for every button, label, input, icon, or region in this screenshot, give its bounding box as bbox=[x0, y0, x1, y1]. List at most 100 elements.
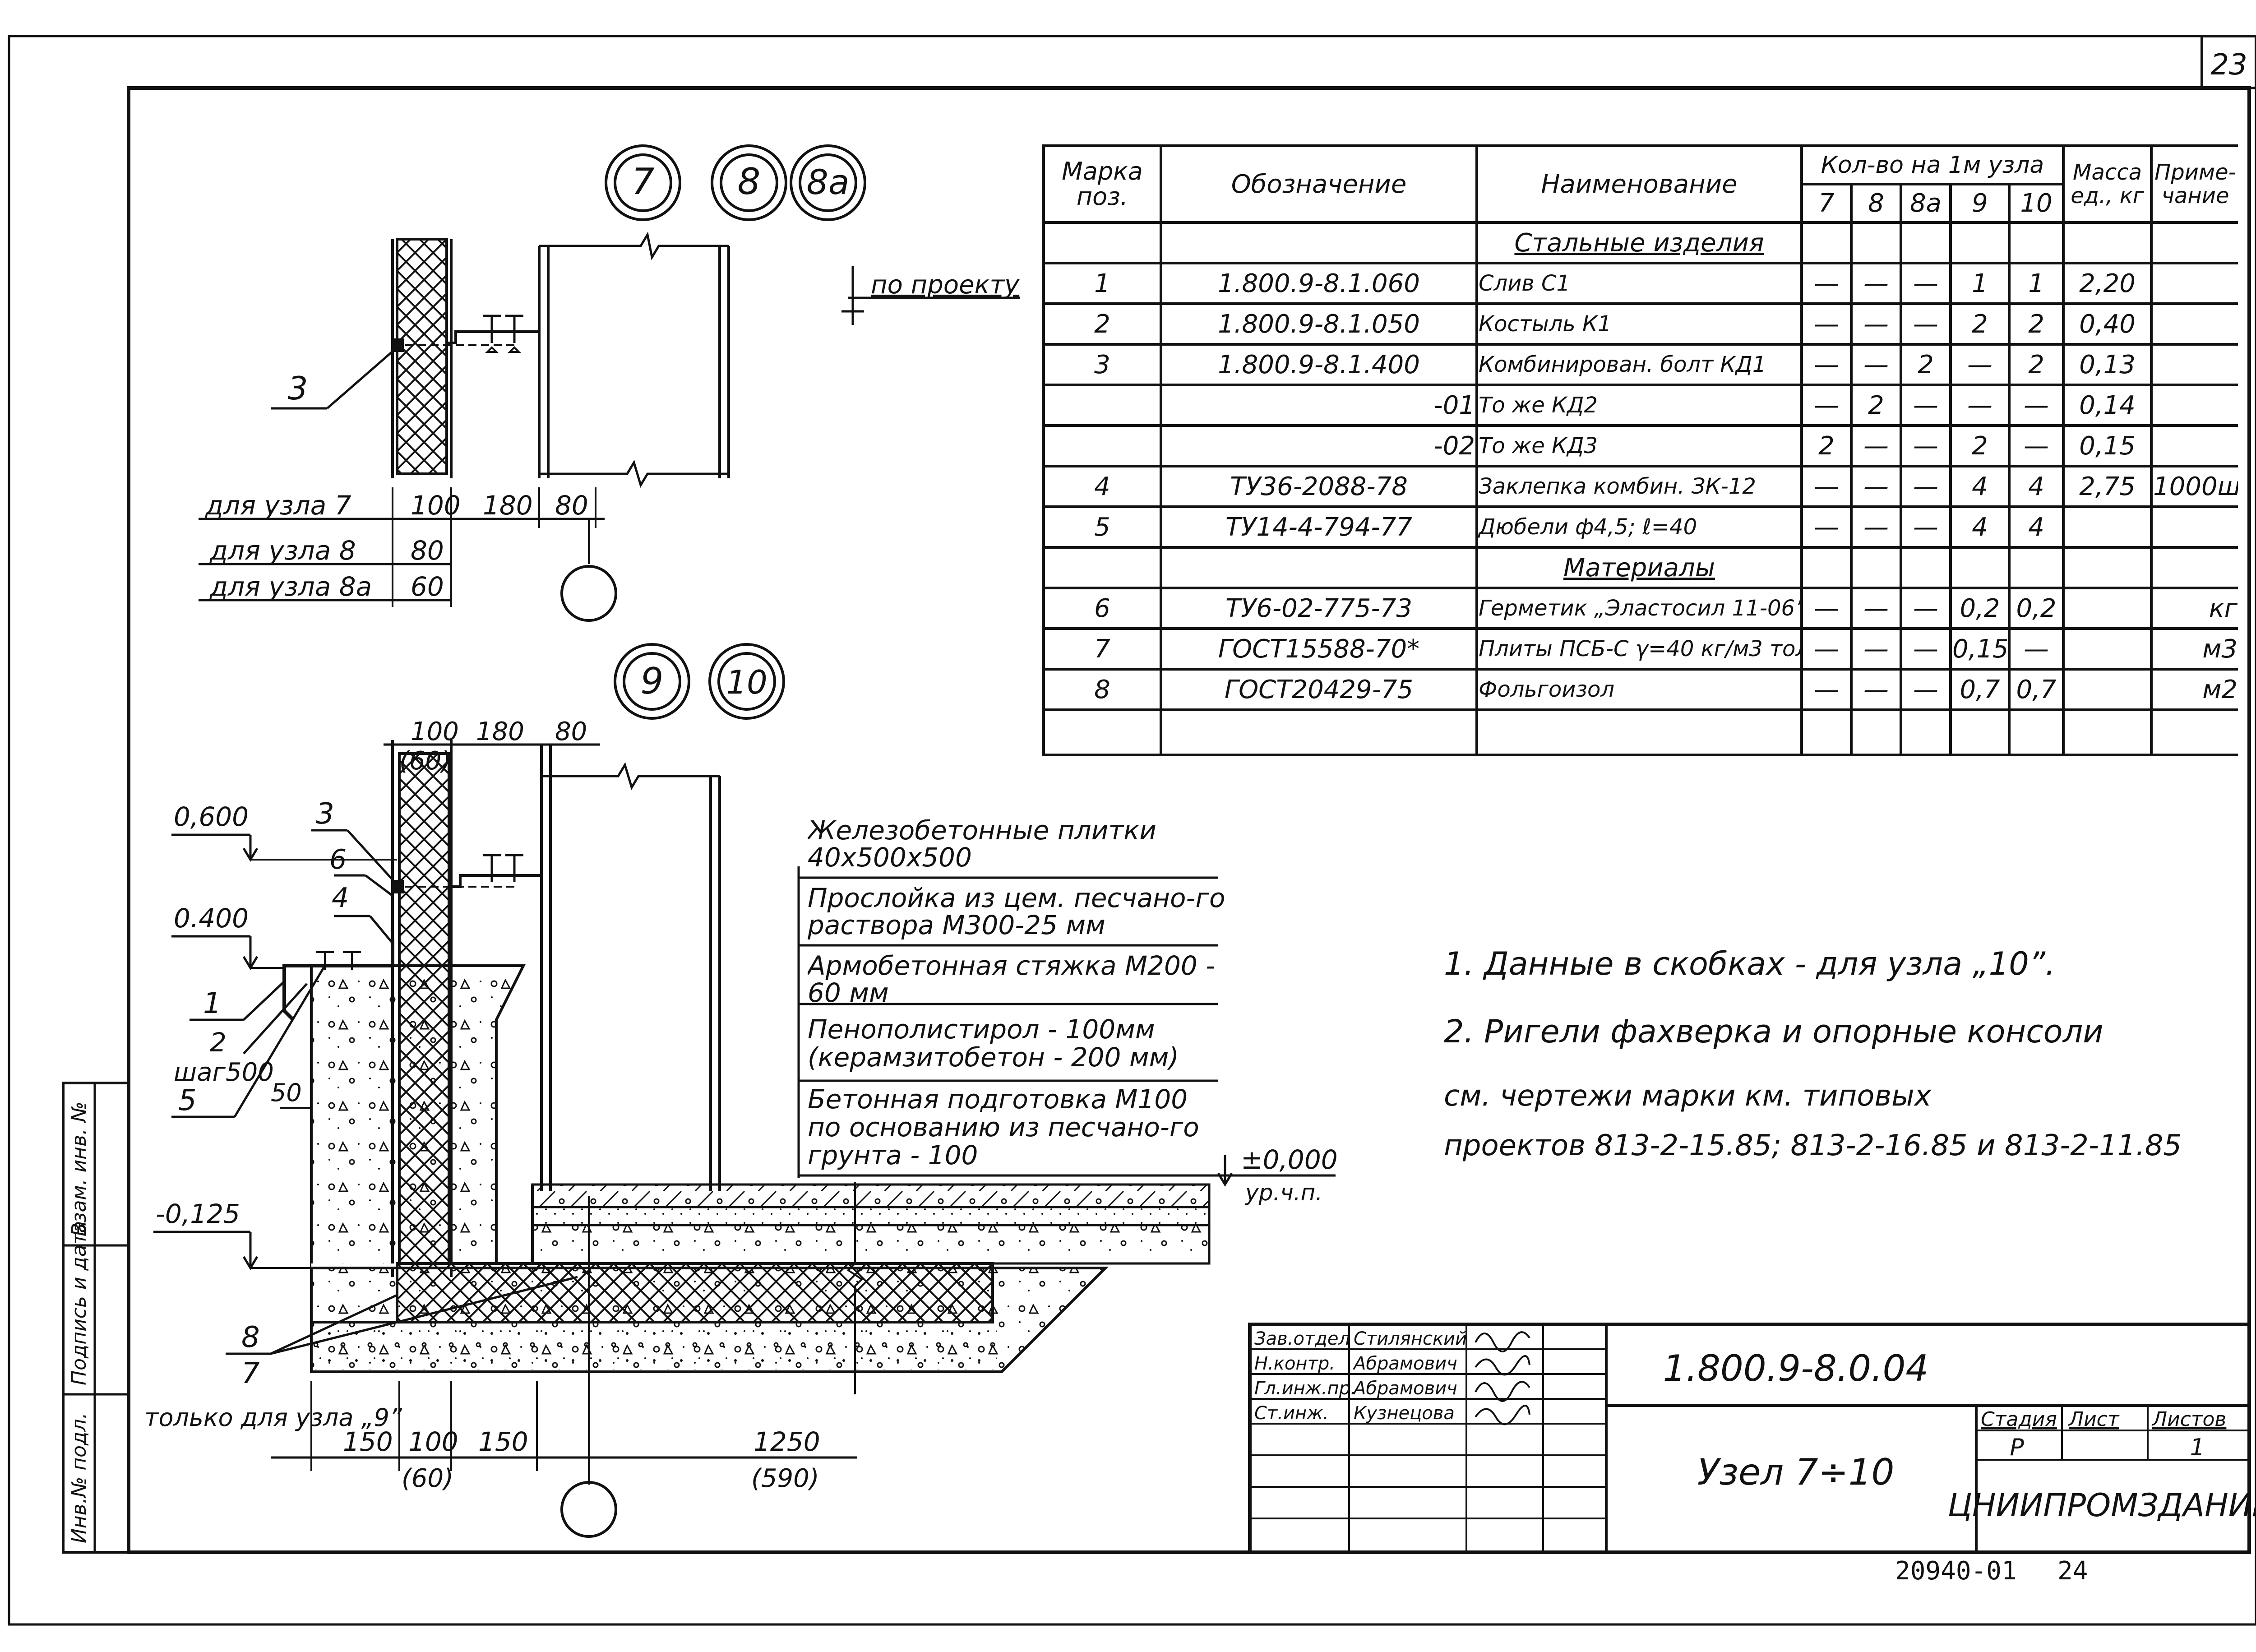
spec-note: м2 bbox=[2150, 668, 2238, 711]
svg-text:80: 80 bbox=[555, 490, 588, 521]
svg-text:60: 60 bbox=[411, 571, 444, 602]
stage-value: Р bbox=[2010, 1434, 2024, 1461]
strip-inv-number: Инв.№ подл. bbox=[68, 1412, 91, 1543]
spec-note: кг bbox=[2150, 587, 2238, 630]
floor-tiles bbox=[531, 1183, 1211, 1208]
signatures bbox=[1475, 1331, 1530, 1425]
spec-qty: — bbox=[1850, 505, 1902, 549]
staff-name-4: Кузнецова bbox=[1354, 1403, 1455, 1424]
note-1: 1. Данные в скобках - для узла „10”. bbox=[1444, 945, 2055, 982]
spec-designation: 1.800.9-8.1.060 bbox=[1160, 262, 1478, 305]
svg-text:8: 8 bbox=[241, 1321, 260, 1354]
spec-note: м3 bbox=[2150, 627, 2238, 671]
spec-qty: 2 bbox=[1850, 384, 1902, 427]
spec-designation: -01 bbox=[1160, 384, 1478, 427]
spec-qty: 2 bbox=[1949, 302, 2011, 346]
spec-qty: — bbox=[2007, 627, 2065, 671]
spec-mark: 5 bbox=[1042, 505, 1162, 549]
svg-text:7: 7 bbox=[632, 161, 655, 203]
spec-qty: 2 bbox=[1949, 424, 2011, 467]
col-designation: Обозначение bbox=[1160, 144, 1478, 224]
layer-mortar: Прослойка из цем. песчано-го раствора М3… bbox=[808, 884, 1225, 940]
spec-qty: — bbox=[1800, 384, 1853, 427]
node-mark-9: 9 bbox=[614, 643, 690, 720]
axis-bubble-top bbox=[560, 565, 617, 622]
spec-mark: 1 bbox=[1042, 262, 1162, 305]
spec-name: То же КД2 bbox=[1475, 384, 1803, 427]
spec-qty: — bbox=[1800, 587, 1853, 630]
section-materials: Материалы bbox=[1475, 546, 1803, 589]
insulation-panel bbox=[396, 238, 448, 475]
spec-name: Дюбели ф4,5; ℓ=40 bbox=[1475, 505, 1803, 549]
note-2-cont-1: см. чертежи марки км. типовых bbox=[1444, 1079, 1932, 1113]
floor-insulation bbox=[396, 1262, 994, 1323]
spec-qty: 4 bbox=[1949, 465, 2011, 508]
col-qty-7: 7 bbox=[1800, 183, 1853, 224]
spec-qty: 2 bbox=[1900, 343, 1952, 386]
spec-mass bbox=[2062, 668, 2153, 711]
drawing-title: Узел 7÷10 bbox=[1697, 1451, 1895, 1493]
spec-qty: — bbox=[1949, 343, 2011, 386]
svg-text:1: 1 bbox=[203, 987, 222, 1020]
layer-base: Бетонная подготовка М100 по основанию из… bbox=[808, 1085, 1199, 1171]
layer-tiles: Железобетонные плитки 40х500х500 bbox=[808, 817, 1156, 873]
spec-name: Слив С1 bbox=[1475, 262, 1803, 305]
spec-qty: 0,7 bbox=[2007, 668, 2065, 711]
spec-qty: — bbox=[1800, 262, 1853, 305]
spec-qty: — bbox=[1850, 262, 1902, 305]
col-mass: Масса ед., кг bbox=[2062, 144, 2153, 224]
svg-text:50: 50 bbox=[271, 1078, 302, 1107]
spec-qty: 4 bbox=[2007, 465, 2065, 508]
spec-name: Фольгоизол bbox=[1475, 668, 1803, 711]
svg-text:±0,000: ±0,000 bbox=[1241, 1144, 1338, 1175]
spec-qty: — bbox=[1800, 668, 1853, 711]
note-2-cont-2: проектов 813-2-15.85; 813-2-16.85 и 813-… bbox=[1444, 1129, 2182, 1162]
spec-mass: 2,20 bbox=[2062, 262, 2153, 305]
spec-mass bbox=[2062, 505, 2153, 549]
col-note: Приме-чание bbox=[2150, 144, 2238, 224]
col-qty: Кол-во на 1м узла bbox=[1800, 144, 2065, 185]
spec-qty: — bbox=[1900, 302, 1952, 346]
spec-name: Комбинирован. болт КД1 bbox=[1475, 343, 1803, 386]
spec-note: 1000шт. bbox=[2150, 465, 2238, 508]
doc-code: 1.800.9-8.0.04 bbox=[1663, 1347, 1929, 1389]
spec-qty: — bbox=[1900, 505, 1952, 549]
spec-qty: 0,2 bbox=[1949, 587, 2011, 630]
spec-name: То же КД3 bbox=[1475, 424, 1803, 467]
staff-role-1: Зав.отдел bbox=[1254, 1328, 1350, 1349]
spec-mark: 6 bbox=[1042, 587, 1162, 630]
sheets-value: 1 bbox=[2190, 1434, 2205, 1461]
floor-mortar bbox=[531, 1206, 1211, 1226]
spec-qty: — bbox=[1850, 627, 1902, 671]
layer-legend: Железобетонные плитки 40х500х500 Прослой… bbox=[797, 817, 1225, 1178]
spec-mark: 8 bbox=[1042, 668, 1162, 711]
spec-qty: — bbox=[1800, 302, 1853, 346]
staff-role-4: Ст.инж. bbox=[1254, 1403, 1329, 1424]
sheet-label: Лист bbox=[2068, 1408, 2120, 1431]
spec-qty: — bbox=[1900, 384, 1952, 427]
spec-note bbox=[2150, 384, 2238, 427]
svg-text:6: 6 bbox=[329, 844, 347, 875]
svg-text:0.400: 0.400 bbox=[174, 903, 249, 934]
spec-note bbox=[2150, 424, 2238, 467]
staff-role-2: Н.контр. bbox=[1254, 1353, 1335, 1374]
staff-role-3: Гл.инж.пр. bbox=[1254, 1378, 1356, 1399]
spec-qty: — bbox=[1900, 262, 1952, 305]
spec-note bbox=[2150, 343, 2238, 386]
drawing-frame bbox=[127, 86, 2251, 1554]
only-for-node9: только для узла „9” bbox=[144, 1403, 402, 1432]
svg-text:10: 10 bbox=[726, 663, 767, 701]
spec-note bbox=[2150, 262, 2238, 305]
col-qty-10: 10 bbox=[2007, 183, 2065, 224]
drip-flashing bbox=[282, 939, 394, 1021]
col-qty-9: 9 bbox=[1949, 183, 2011, 224]
